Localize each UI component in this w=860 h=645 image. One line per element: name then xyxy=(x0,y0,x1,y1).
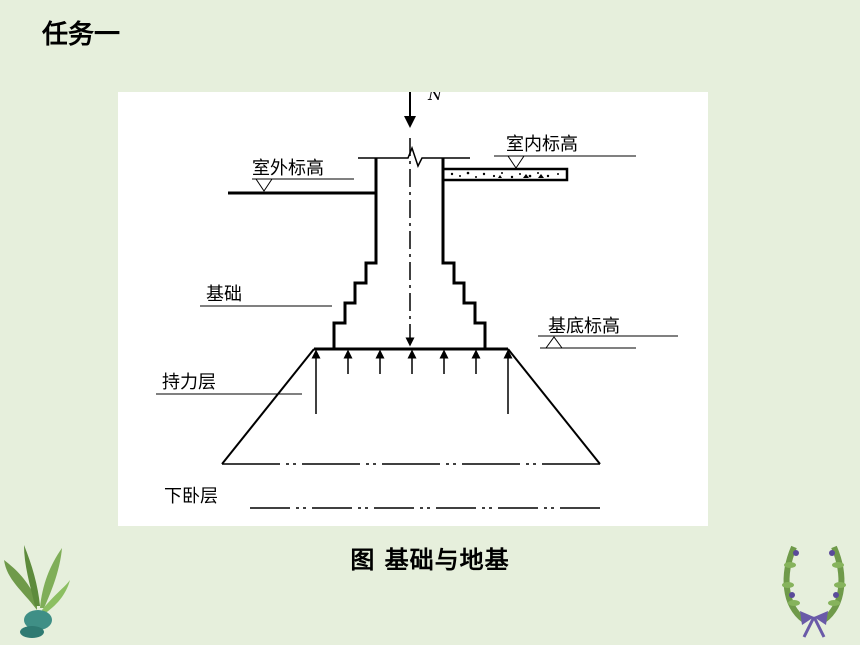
bearing-layer-label: 持力层 xyxy=(162,372,216,393)
foundation-label: 基础 xyxy=(206,284,242,305)
concrete-texture xyxy=(450,171,559,179)
diagram-panel: N 室外标高 室内标高 基础 基底标高 xyxy=(118,92,708,526)
foundation-outline-left xyxy=(314,158,378,351)
underlying-layer-label: 下卧层 xyxy=(164,486,218,507)
base-level-symbol xyxy=(545,336,563,349)
load-label: N xyxy=(427,92,443,104)
wreath-decoration-icon xyxy=(782,545,846,638)
stress-spread-right xyxy=(507,348,601,465)
floor-slab xyxy=(441,167,569,182)
slide-title: 任务一 xyxy=(42,20,121,50)
outdoor-level-label: 室外标高 xyxy=(252,158,324,179)
break-symbol xyxy=(358,145,470,168)
foundation-outline-right xyxy=(441,158,508,351)
outdoor-level-symbol xyxy=(255,178,273,192)
indoor-level-symbol xyxy=(507,155,525,169)
foundation-diagram: N 室外标高 室内标高 基础 基底标高 xyxy=(156,92,678,509)
plant-decoration-icon xyxy=(4,545,70,638)
indoor-level-label: 室内标高 xyxy=(506,134,578,155)
figure-caption: 图 基础与地基 xyxy=(350,546,510,574)
base-level-label: 基底标高 xyxy=(548,316,620,337)
stress-spread-left xyxy=(221,348,315,465)
reaction-arrows xyxy=(311,349,513,414)
